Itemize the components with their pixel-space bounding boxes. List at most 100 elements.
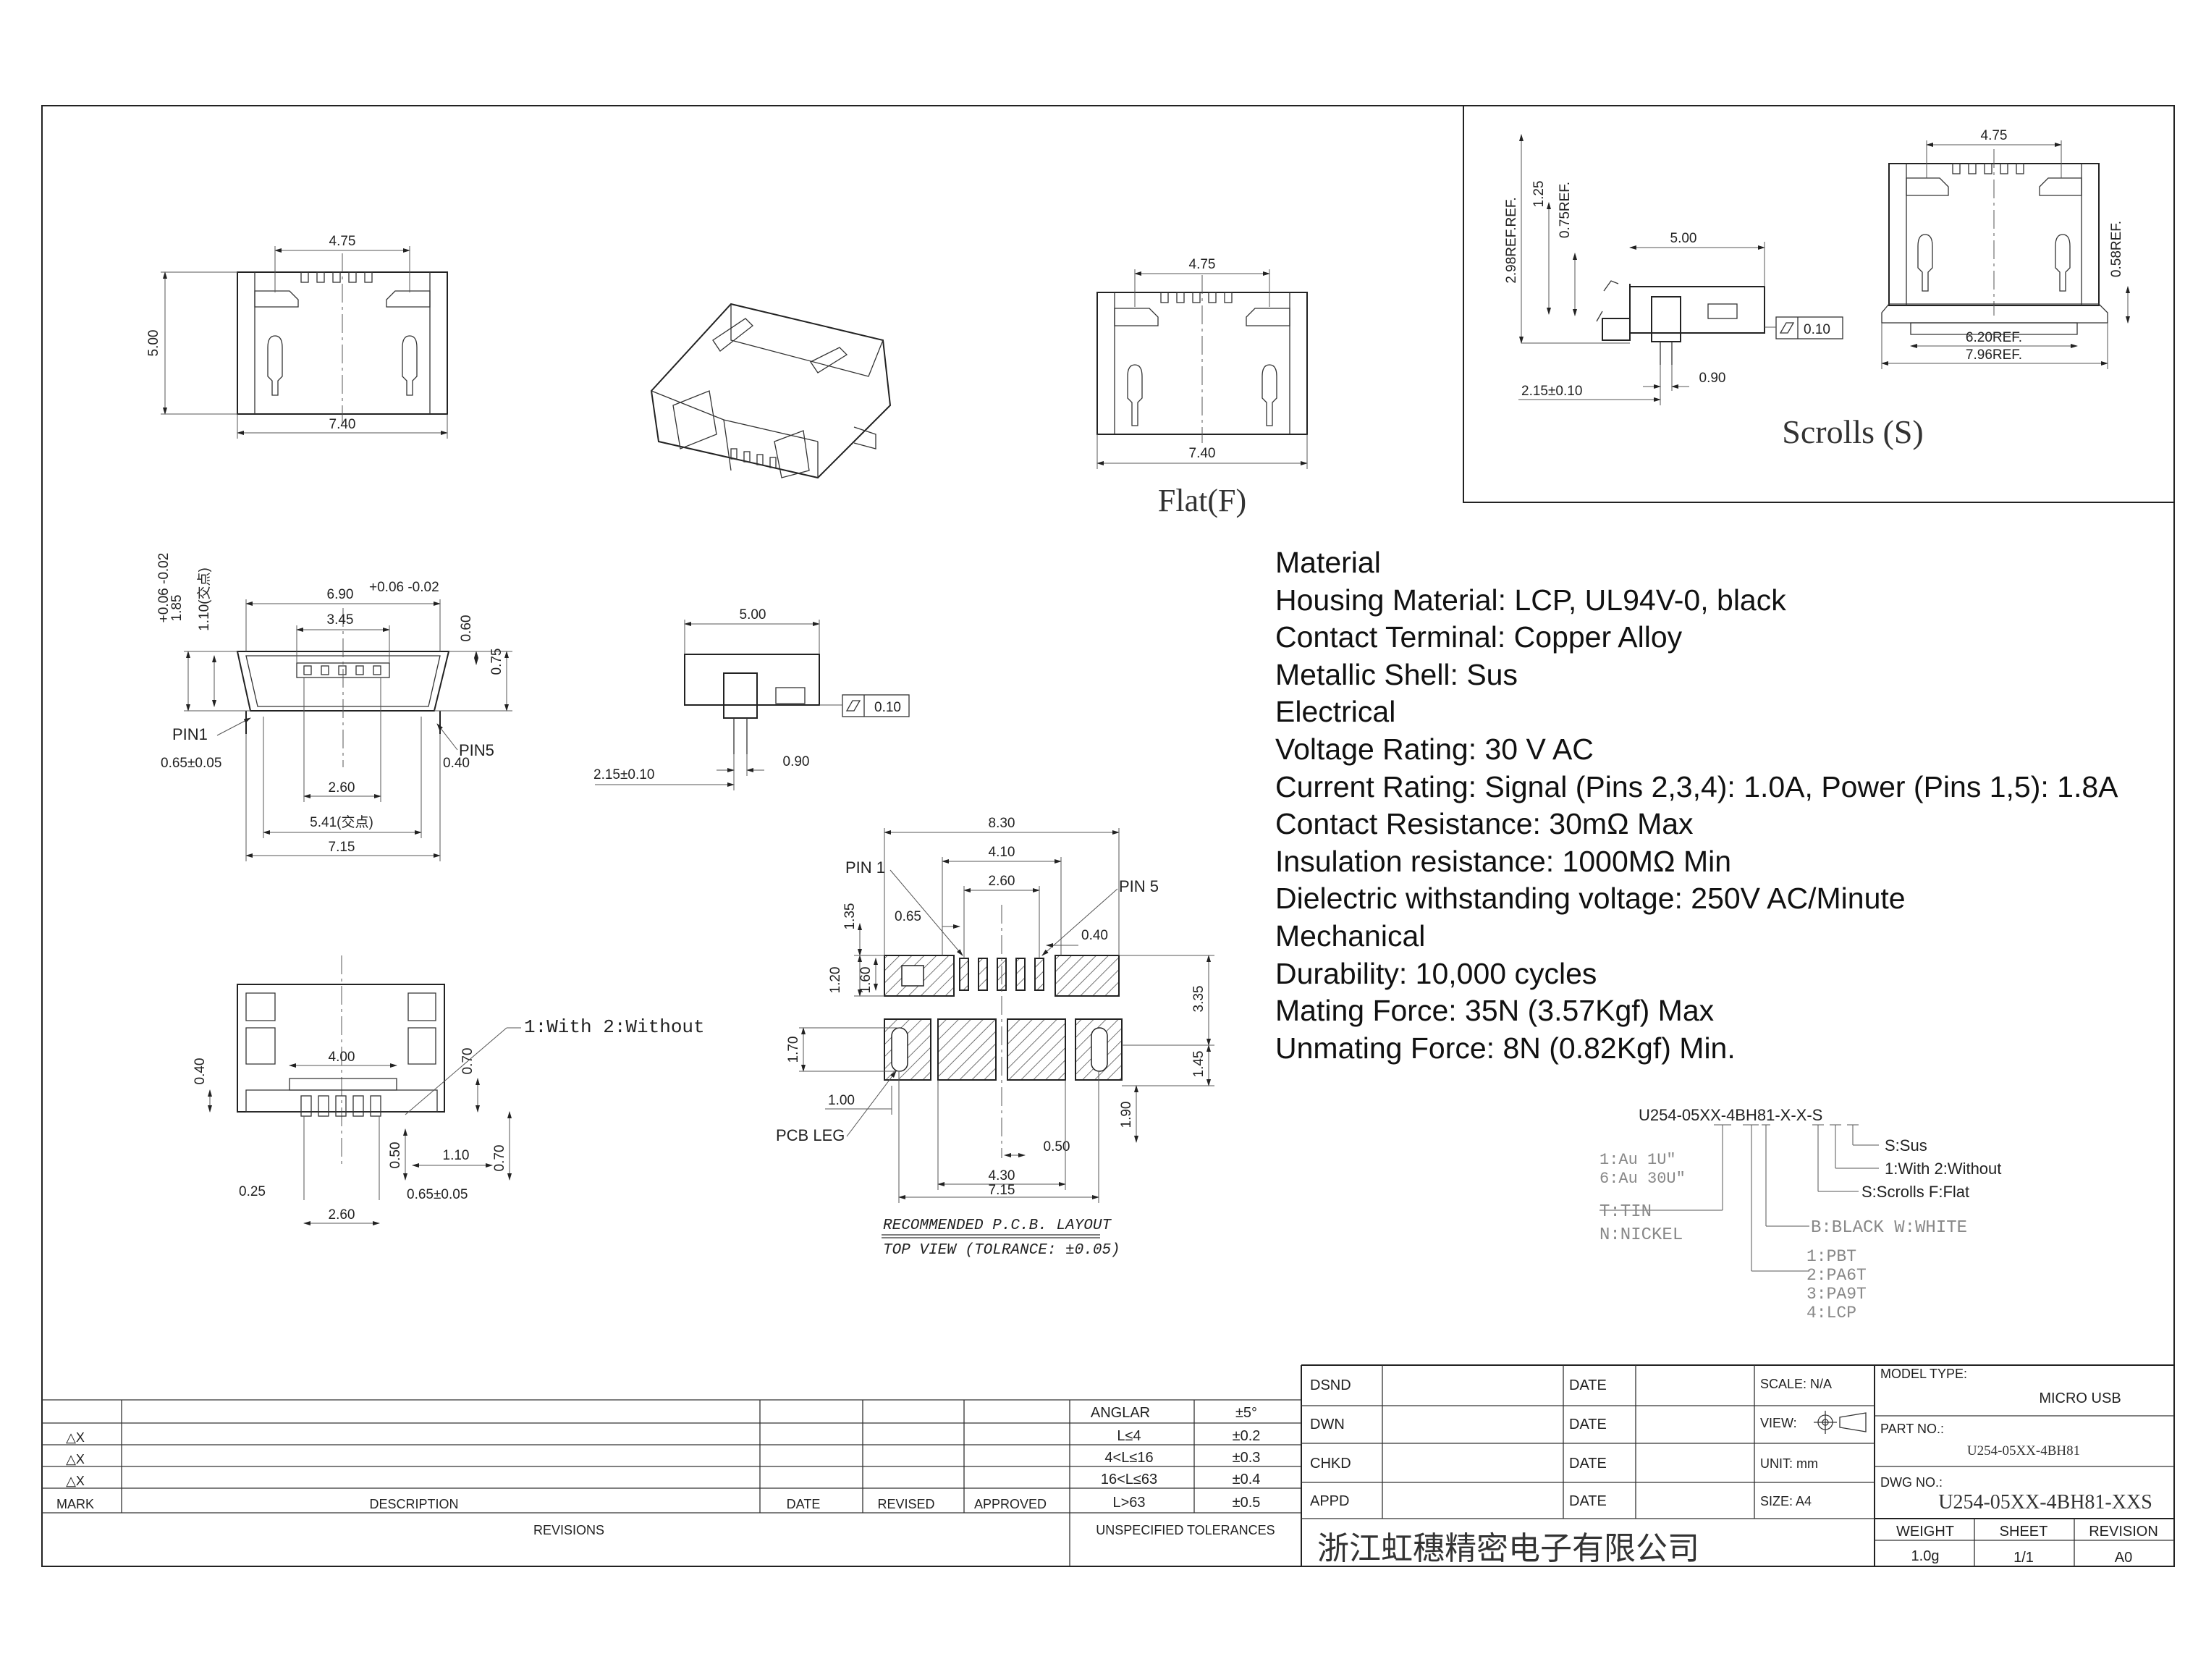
- rev-mark-3: △X: [66, 1474, 85, 1488]
- front-dim-260: 2.60: [329, 780, 355, 795]
- tb-size: SIZE: A4: [1760, 1494, 1812, 1508]
- rev-header-approved: APPROVED: [974, 1497, 1047, 1511]
- spec-current-rating: Current Rating: Signal (Pins 2,3,4): 1.0…: [1275, 769, 2118, 803]
- front-dim-715: 7.15: [329, 840, 355, 855]
- front-dim-110: 1.10(交点): [196, 567, 212, 631]
- pcb-caption-2: TOP VIEW (TOLRANCE: ±0.05): [883, 1242, 1120, 1259]
- spec-durability: Durability: 10,000 cycles: [1275, 956, 1597, 990]
- side-dim-500: 5.00: [740, 607, 766, 622]
- tol-range-4: L>63: [1112, 1495, 1145, 1511]
- bottom-dim-110: 1.10: [443, 1148, 470, 1163]
- flat-dim-475: 4.75: [1189, 257, 1216, 272]
- specifications: Material Housing Material: LCP, UL94V-0,…: [1275, 544, 2118, 1067]
- tb-revision: A0: [2115, 1550, 2132, 1566]
- tol-footer: UNSPECIFIED TOLERANCES: [1096, 1523, 1275, 1537]
- flat-caption: Flat(F): [1158, 483, 1246, 518]
- spec-voltage-rating: Voltage Rating: 30 V AC: [1275, 732, 1594, 766]
- tb-dwg-no: U254-05XX-4BH81-XXS: [1938, 1491, 2152, 1514]
- pcb-dim-190: 1.90: [1119, 1102, 1134, 1128]
- tol-value-4: ±0.5: [1233, 1495, 1261, 1511]
- rev-header-revised: REVISED: [877, 1497, 934, 1511]
- pcb-dim-050: 0.50: [1044, 1139, 1070, 1155]
- tb-weight: 1.0g: [1911, 1548, 1940, 1564]
- tb-date-2: DATE: [1569, 1417, 1607, 1432]
- spec-housing-material: Housing Material: LCP, UL94V-0, black: [1275, 583, 1786, 617]
- spec-dielectric-voltage: Dielectric withstanding voltage: 250V AC…: [1275, 882, 1906, 916]
- pcb-dim-065: 0.65: [895, 909, 921, 924]
- scrolls-side-view: 2.98REF.REF. 1.25 0.75REF. 5.00 0.10 2.1…: [1504, 134, 1843, 405]
- bottom-dim-260: 2.60: [329, 1207, 355, 1223]
- pcb-leg-label: PCB LEG: [776, 1126, 845, 1144]
- pcb-dim-170: 1.70: [786, 1037, 801, 1063]
- bottom-dim-400: 4.00: [329, 1050, 355, 1065]
- tb-date-4: DATE: [1569, 1493, 1607, 1509]
- spec-mating-force: Mating Force: 35N (3.57Kgf) Max: [1275, 994, 1715, 1028]
- front-dim-541: 5.41(交点): [310, 814, 373, 830]
- mat-1: 1:PBT: [1806, 1247, 1856, 1266]
- tol-angular-label: ANGLAR: [1091, 1405, 1150, 1421]
- sheet-border: [41, 105, 2175, 1567]
- opt-with: 1:With 2:Without: [1885, 1160, 2001, 1178]
- tb-unit: UNIT: mm: [1760, 1456, 1818, 1471]
- pcb-dim-410: 4.10: [989, 845, 1015, 860]
- spec-unmating-force: Unmating Force: 8N (0.82Kgf) Min.: [1275, 1031, 1736, 1065]
- mat-4: 4:LCP: [1806, 1304, 1856, 1322]
- tol-range-3: 16<L≤63: [1101, 1472, 1157, 1487]
- bottom-dim-040: 0.40: [193, 1058, 208, 1085]
- side-dim-090: 0.90: [783, 754, 810, 769]
- tb-view: VIEW:: [1760, 1416, 1797, 1430]
- front-pin1: PIN1: [172, 725, 208, 743]
- top-view-left: 4.75 5.00 7.40: [146, 234, 448, 439]
- scrolls-flatness: 0.10: [1804, 322, 1830, 337]
- front-dim-690-tol: +0.06 -0.02: [369, 580, 439, 595]
- spec-contact-terminal: Contact Terminal: Copper Alloy: [1275, 620, 1683, 654]
- side-flatness: 0.10: [874, 700, 901, 715]
- revisions-table: △X △X △X MARK DESCRIPTION DATE REVISED A…: [42, 1399, 1301, 1566]
- tb-revision-label: REVISION: [2089, 1524, 2158, 1540]
- scrolls-dim-620ref: 6.20REF.: [1966, 330, 2022, 345]
- pcb-pin1: PIN 1: [845, 858, 885, 877]
- spec-contact-resistance: Contact Resistance: 30mΩ Max: [1275, 807, 1694, 841]
- scrolls-frame: [1463, 106, 2174, 503]
- front-dim-185-tol: +0.06 -0.02: [156, 553, 172, 623]
- pcb-dim-145: 1.45: [1191, 1051, 1206, 1078]
- rev-header-mark: MARK: [56, 1497, 94, 1511]
- finish-2: N:NICKEL: [1599, 1225, 1683, 1245]
- front-dim-060: 0.60: [459, 615, 474, 642]
- top-left-dim-475: 4.75: [329, 234, 356, 249]
- bottom-dim-025: 0.25: [239, 1184, 266, 1199]
- front-dim-345: 3.45: [327, 612, 354, 628]
- pcb-dim-715: 7.15: [989, 1183, 1015, 1198]
- rev-footer: REVISIONS: [533, 1523, 604, 1537]
- pcb-dim-040: 0.40: [1081, 928, 1108, 943]
- part-code-legend: U254-05XX-4BH81-X-X-S S:Sus 1:With 2:Wit…: [1599, 1106, 2001, 1322]
- tol-value-1: ±0.2: [1233, 1428, 1261, 1444]
- pcb-dim-335: 3.35: [1191, 986, 1206, 1013]
- tol-value-3: ±0.4: [1233, 1472, 1261, 1487]
- projection-symbol-icon: [1814, 1411, 1867, 1434]
- tb-dsnd: DSND: [1310, 1377, 1351, 1393]
- front-dim-040: 0.40: [443, 756, 470, 771]
- bottom-dim-050: 0.50: [388, 1142, 403, 1169]
- scrolls-dim-500: 5.00: [1670, 231, 1697, 246]
- pcb-dim-260: 2.60: [989, 874, 1015, 889]
- rev-mark-2: △X: [66, 1452, 85, 1466]
- pcb-dim-830: 8.30: [989, 816, 1015, 831]
- spec-metallic-shell: Metallic Shell: Sus: [1275, 657, 1518, 691]
- tb-sheet-label: SHEET: [2000, 1524, 2048, 1540]
- tb-dwn: DWN: [1310, 1417, 1345, 1432]
- spec-mechanical-heading: Mechanical: [1275, 919, 1426, 953]
- rev-header-date: DATE: [787, 1497, 821, 1511]
- pcb-layout: 8.30 4.10 2.60 PIN 1 PIN 5 0.65 0.40 1.3…: [776, 816, 1214, 1259]
- pcb-pin5: PIN 5: [1119, 877, 1159, 895]
- top-left-dim-500: 5.00: [146, 330, 161, 357]
- tol-range-1: L≤4: [1117, 1428, 1141, 1444]
- scrolls-dim-796ref: 7.96REF.: [1966, 347, 2022, 363]
- rev-header-description: DESCRIPTION: [369, 1497, 458, 1511]
- side-dim-215: 2.15±0.10: [593, 767, 654, 782]
- scrolls-dim-075ref: 0.75REF.: [1558, 182, 1573, 238]
- tb-date-3: DATE: [1569, 1456, 1607, 1472]
- tb-chkd: CHKD: [1310, 1456, 1351, 1472]
- tb-part-no: U254-05XX-4BH81: [1967, 1443, 2080, 1459]
